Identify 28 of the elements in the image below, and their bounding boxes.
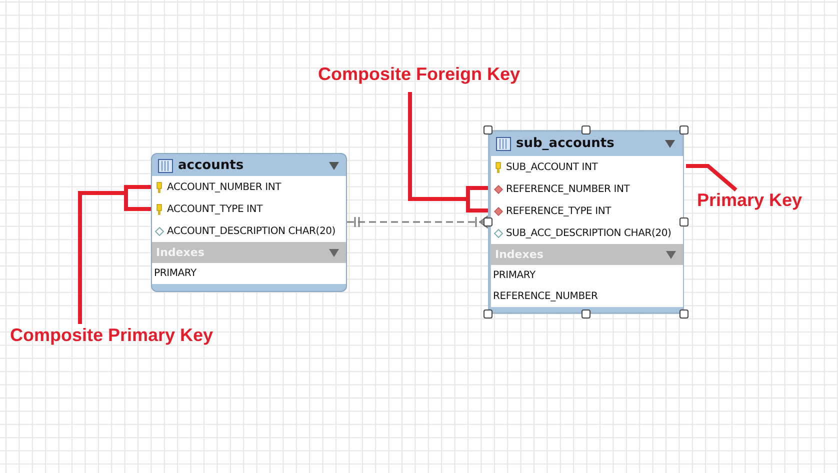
column-row [152,220,346,242]
table-card [488,130,684,314]
index-name: REFERENCE_NUMBER [493,291,598,302]
column-row [491,156,683,178]
callout-label: Primary Key [697,190,807,214]
section-header [491,244,683,265]
column-row [152,176,346,198]
table-card [151,153,347,292]
table-name: accounts [178,158,244,173]
index-row [491,265,683,286]
column-row [491,223,683,244]
column-name: REFERENCE_TYPE INT [506,206,612,217]
callout-label: Composite Foreign Key [318,64,528,88]
column-name: SUB_ACC_DESCRIPTION CHAR(20) [506,228,672,239]
index-row [152,263,346,284]
column-name: SUB_ACCOUNT INT [506,162,598,172]
index-name: PRIMARY [493,270,536,281]
callout-label: Composite Primary Key [10,325,220,349]
column-name: ACCOUNT_NUMBER INT [167,182,282,192]
leader-line [686,164,738,192]
table-name: sub_accounts [516,136,614,151]
relationship-line [347,215,489,229]
section-header [152,242,346,263]
column-name: ACCOUNT_TYPE INT [167,204,262,214]
column-name: REFERENCE_NUMBER INT [506,184,630,194]
index-row [491,286,683,307]
column-name: ACCOUNT_DESCRIPTION CHAR(20) [167,226,336,236]
index-name: PRIMARY [154,268,196,279]
